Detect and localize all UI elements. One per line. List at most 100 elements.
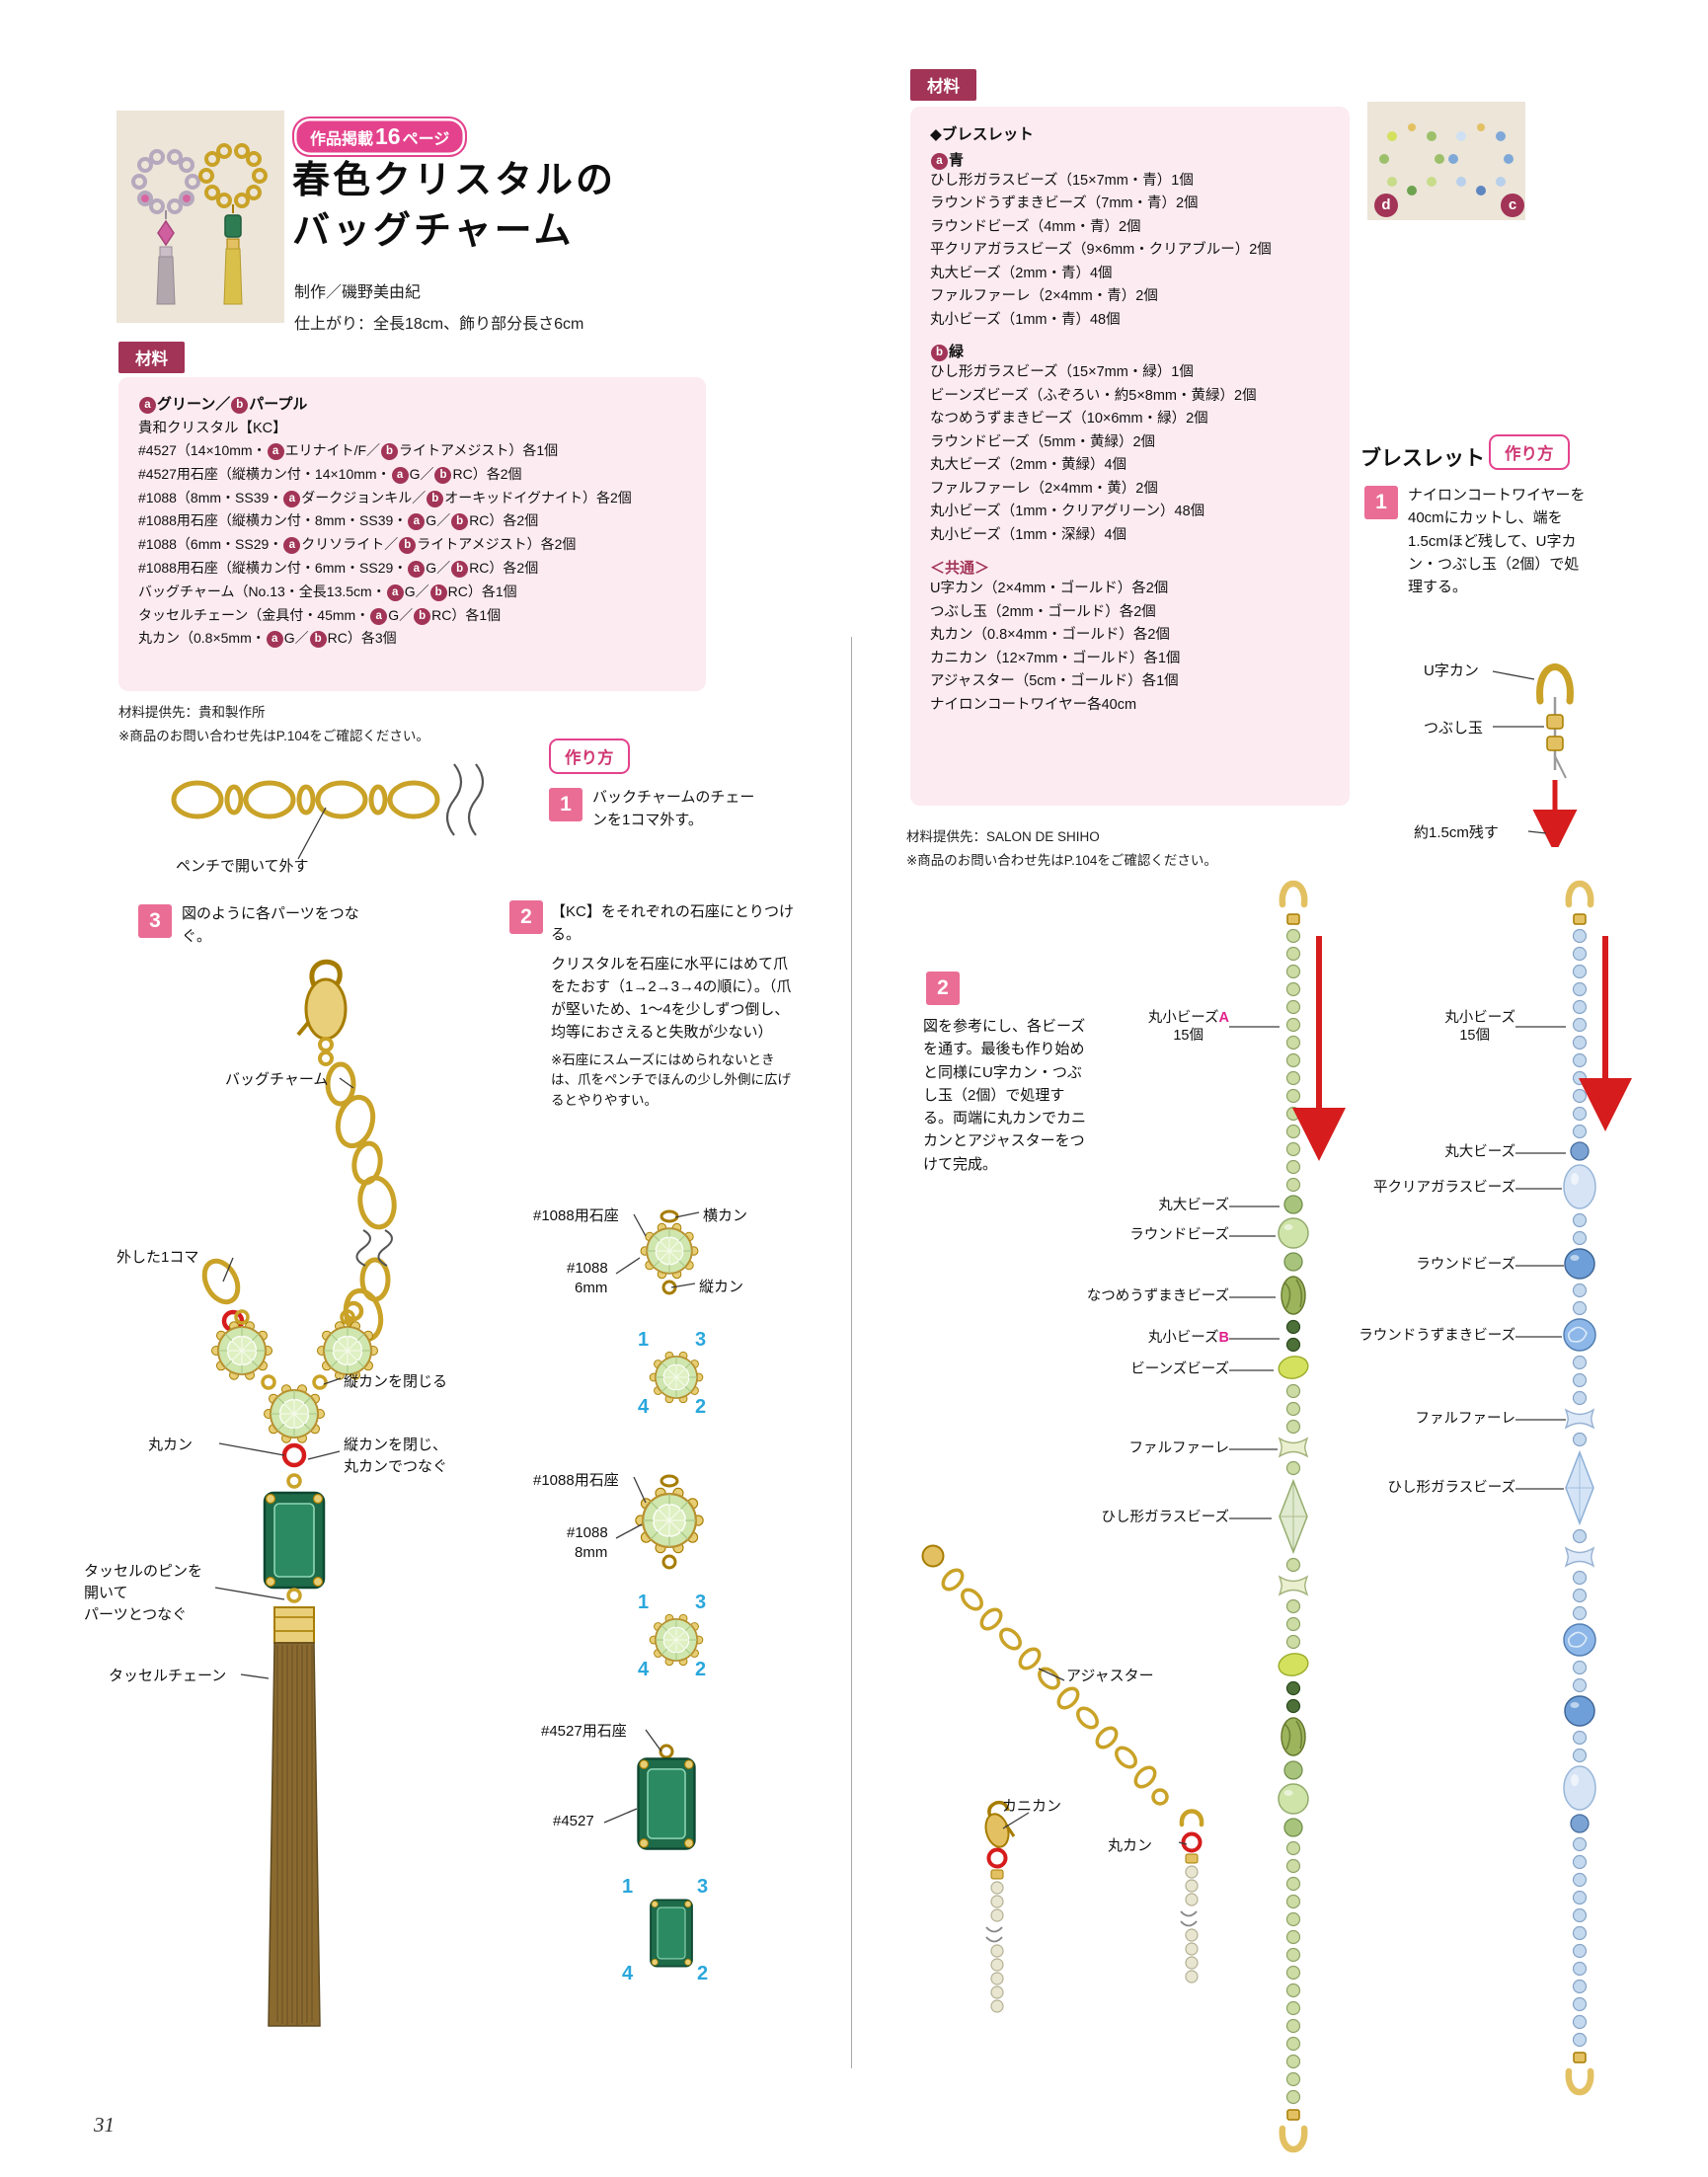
red-jump-ring [986,1847,1008,1869]
rect-crystal-4527 [263,1491,326,1590]
materials-badge-charm: 材料 [118,342,185,373]
claw-number-2: 2 [697,1963,709,1984]
u-kan-hook [1179,1809,1204,1827]
label-seat-4527: #4527用石座 [541,1723,627,1740]
material-item: 丸大ビーズ（2mm・青）4個 [930,265,1113,281]
crimp-bead [1546,714,1564,730]
label-tassel-pin-3: パーツとつなぐ [84,1606,188,1623]
u-kan-diagram [1532,663,1578,847]
material-item: U字カン（2×4mm・ゴールド）各2個 [930,581,1169,597]
material-item: つぶし玉（2mm・ゴールド）各2個 [930,603,1156,620]
author: 制作／磯野美由紀 [294,284,422,301]
material-item: ファルファーレ（2×4mm・黄）2個 [930,480,1158,497]
charm-a-crystal [157,219,175,247]
materials-brand: 貴和クリスタル【KC】 [138,421,287,436]
crimp-bead [990,1869,1004,1880]
material-item: ひし形ガラスビーズ（15×7mm・青）1個 [930,173,1194,189]
bracelet-header: ◆ブレスレット [930,126,1034,143]
label-g-small-b: 丸小ビーズB [1047,1329,1229,1347]
label-tassel-pin-1: タッセルのピンを [84,1563,203,1580]
claw-number-4: 4 [638,1396,650,1418]
break-squiggle [355,1229,371,1267]
charm-chain [325,1061,397,1343]
strand-right-beads [1185,1865,1199,1983]
label-g-farfalle: ファルファーレ [1128,1440,1230,1456]
claw-number-1: 1 [638,1329,650,1351]
label-seat-1088-b: #1088用石座 [533,1472,619,1489]
claw-number-3: 3 [697,1876,709,1898]
g-small-b-mark: B [1218,1330,1229,1346]
b-small-count: 15個 [1459,1028,1490,1045]
charm-a-chain [131,149,200,214]
yoko-kan-ring [660,1209,679,1223]
bracelet-step-2: 2 [926,972,960,1005]
material-item: ファルファーレ（2×4mm・青）2個 [930,288,1158,305]
pliers-caption: ペンチで開いて外す [176,858,309,875]
material-item: ラウンドビーズ（4mm・青）2個 [930,218,1141,235]
material-item: ラウンドビーズ（5mm・黄緑）2個 [930,433,1156,450]
supplier-charm: 材料提供先：貴和製作所 [118,705,266,720]
page-badge: 作品掲載 16 ページ [292,117,468,157]
red-jump-ring [1181,1831,1203,1853]
red-jump-ring [281,1442,307,1468]
bracelet-step1-text: ナイロンコートワイヤーを40cmにカットし、端を1.5cmほど残して、U字カン・… [1408,487,1586,595]
bead-string-green [1278,880,1309,2153]
bag-charm-diagram [201,959,397,2027]
materials-badge-bracelet: 材料 [910,69,976,101]
setting-diagram-8mm [634,1474,705,1570]
charm-b-crystal [224,214,242,238]
column-divider [851,637,852,2068]
material-item: ラウンドうずまきビーズ（7mm・青）2個 [930,195,1199,212]
photo-label-c: c [1501,194,1524,217]
materials-list-a: ひし形ガラスビーズ（15×7mm・青）1個 ラウンドうずまきビーズ（7mm・青）… [930,170,1330,332]
step-number-2: 2 [509,900,543,934]
label-tsubushidama: つぶし玉 [1424,720,1484,737]
break-squiggle [445,763,463,836]
g-small-a-text: 丸小ビーズ [1147,1010,1219,1026]
label-g-round: ラウンドビーズ [1129,1227,1229,1243]
adjuster-diagram [921,1544,1204,2013]
tassel-cap [273,1606,315,1644]
howto-badge-charm: 作り方 [549,739,630,774]
label-b-flat: 平クリアガラスビーズ [1373,1180,1515,1196]
crystal-6mm-center [263,1383,326,1444]
step2-text-block: 【KC】をそれぞれの石座にとりつける。 クリスタルを石座に水平にはめて爪をたおす… [551,900,796,1112]
tassel-pin-ring [286,1588,302,1603]
crimp-bead [1546,736,1564,751]
claw-number-3: 3 [695,1592,707,1613]
g-small-a-mark: A [1218,1010,1229,1026]
label-bag-charm: バッグチャーム [225,1071,329,1088]
label-u-kan: U字カン [1424,662,1479,679]
label-b-diamond: ひし形ガラスビーズ [1387,1480,1515,1496]
claw-number-4: 4 [622,1963,634,1984]
label-close-connect-1: 縦カンを閉じ、 [344,1437,448,1453]
charm-b-tassel [223,248,243,305]
article-title-line2: バッグチャーム [292,210,575,253]
label-tatekan: 縦カン [699,1279,744,1295]
bead-string-blue [1563,880,1596,2096]
inquiry-bracelet: ※商品のお問い合わせ先はP.104をご確認ください。 [906,853,1217,868]
finished-size: 仕上がり：全長18cm、飾り部分長さ6cm [294,316,584,333]
material-item: 丸小ビーズ（1mm・青）48個 [930,311,1121,328]
claw-number-3: 3 [695,1329,707,1351]
step-number-1: 1 [549,788,582,821]
bracelet-c-blue [1448,123,1514,195]
break-squiggle [467,763,485,836]
claw-number-2: 2 [695,1396,707,1418]
claw-number-1: 1 [638,1592,650,1613]
u-kan-hook [1536,663,1574,705]
howto-badge-bracelet: 作り方 [1489,434,1570,470]
material-item: なつめうずまきビーズ（10×6mm・緑）2個 [930,411,1208,428]
page-badge-pre: 作品掲載 [310,131,374,148]
label-1088-6a: #1088 [567,1260,608,1277]
label-g-beans: ビーンズビーズ [1130,1361,1229,1377]
label-b-small: 丸小ビーズ 15個 [1333,1009,1515,1045]
materials-list-b: ひし形ガラスビーズ（15×7mm・緑）1個 ビーンズビーズ（ふぞろい・約5×8m… [930,361,1330,547]
